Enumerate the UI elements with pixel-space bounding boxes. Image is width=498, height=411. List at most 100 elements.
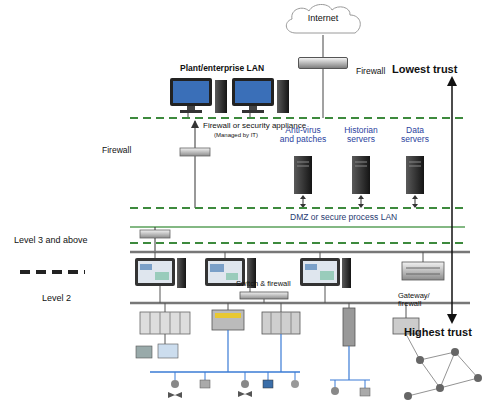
enterprise-pc-part <box>187 106 195 110</box>
server-tower-part <box>297 166 309 167</box>
control-network-part <box>130 251 470 254</box>
field-bus-part <box>150 371 300 373</box>
firewall-link-part <box>191 120 199 128</box>
wireless-mesh-part <box>440 378 478 388</box>
controller-rack-part <box>291 312 292 334</box>
field-instrument-part <box>268 372 269 380</box>
trust-label: Highest trust <box>404 326 494 338</box>
operator-workstation-part <box>300 258 340 286</box>
wireless-mesh-part <box>420 360 440 388</box>
field-instrument-part <box>175 372 176 380</box>
controller-rack-part <box>228 303 229 310</box>
field-bus-part <box>136 346 152 358</box>
controller-rack <box>140 303 190 334</box>
server-tower-part <box>294 156 312 194</box>
switch-device-part <box>250 288 251 292</box>
controller-rack-part <box>150 312 151 334</box>
dmz-network-part <box>155 238 156 252</box>
field-bus-part <box>330 379 370 380</box>
operator-workstation-part <box>210 264 224 272</box>
dmz-network-part <box>140 230 170 238</box>
network-link <box>323 35 324 57</box>
rack-server-part <box>406 268 440 269</box>
operator-workstation-part <box>160 286 161 303</box>
dmz-network-part <box>130 226 465 228</box>
trust-arrow-part <box>447 76 457 86</box>
firewall-link-part <box>195 121 196 208</box>
controller-rack-part <box>140 312 190 334</box>
field-instrument-part <box>241 380 249 388</box>
operator-workstation-part <box>155 272 169 280</box>
operator-workstation-part <box>342 258 351 288</box>
firewall-link <box>180 120 210 208</box>
server-label: Data servers <box>395 126 435 145</box>
operator-workstation-part <box>320 252 321 258</box>
switch-device <box>240 288 288 303</box>
controller-rack-part <box>212 310 244 330</box>
wireless-mesh-part <box>451 348 459 356</box>
dmz-network <box>130 208 465 252</box>
dmz-network-part <box>130 242 465 244</box>
trust-label: Lowest trust <box>392 63 482 75</box>
operator-workstation-part <box>225 252 226 258</box>
field-bus-part <box>165 334 166 344</box>
rack-server-part <box>402 262 444 280</box>
field-bus <box>136 330 370 380</box>
field-instrument-part <box>200 380 210 388</box>
network-label: Plant/enterprise LAN <box>180 64 300 73</box>
field-instrument-part <box>295 372 296 380</box>
operator-workstation-part <box>303 261 337 283</box>
firewall-router: Firewall <box>298 57 348 69</box>
field-instrument-part <box>335 380 336 388</box>
operator-workstation-part <box>320 271 334 280</box>
field-instrument <box>168 372 370 398</box>
field-instrument-part <box>168 392 182 398</box>
operator-workstation <box>300 252 351 303</box>
operator-workstation-part <box>135 258 175 286</box>
server-tower-part <box>355 166 367 167</box>
trust-arrow-part <box>447 314 457 324</box>
field-instrument-part <box>171 380 179 388</box>
field-bus-part <box>348 346 349 380</box>
server-tower-part <box>358 195 364 199</box>
field-instrument-part <box>331 387 339 395</box>
field-controller-part <box>349 303 350 308</box>
level-label: Level 2 <box>42 294 102 304</box>
device-label: Switch & firewall <box>236 280 316 288</box>
level-divider <box>20 272 85 273</box>
server-tower-part <box>412 195 418 199</box>
enterprise-pc-part <box>215 80 227 113</box>
enterprise-pc-part <box>180 110 202 113</box>
server-tower-part <box>409 162 421 163</box>
field-controller <box>343 303 355 346</box>
wireless-mesh-part <box>404 392 412 400</box>
router-uplink <box>323 69 324 118</box>
operator-workstation-part <box>305 264 317 270</box>
device-label: Gateway/ firewall <box>398 292 436 309</box>
switch-device-part <box>264 299 265 303</box>
switch-device-part <box>240 292 288 299</box>
enterprise-pc <box>232 78 289 118</box>
controller-rack-part <box>160 312 161 334</box>
network-label: DMZ or secure process LAN <box>290 213 440 222</box>
server-tower <box>406 156 424 208</box>
server-tower-part <box>300 195 306 199</box>
rack-server-part <box>423 252 424 262</box>
wireless-mesh <box>404 334 482 400</box>
device-label: Firewall <box>102 146 162 155</box>
controller-rack-part <box>281 303 282 312</box>
server-tower-part <box>355 162 367 163</box>
field-instrument-part <box>365 380 366 388</box>
router-uplink-part <box>323 69 324 118</box>
server-tower-part <box>409 166 421 167</box>
operator-workstation-part <box>226 273 238 280</box>
controller-rack-part <box>170 312 171 334</box>
operator-workstation-part <box>325 286 326 303</box>
field-controller-part <box>343 308 355 346</box>
operator-workstation <box>135 252 186 303</box>
enterprise-pc-part <box>235 81 271 103</box>
wireless-mesh-part <box>408 388 440 396</box>
